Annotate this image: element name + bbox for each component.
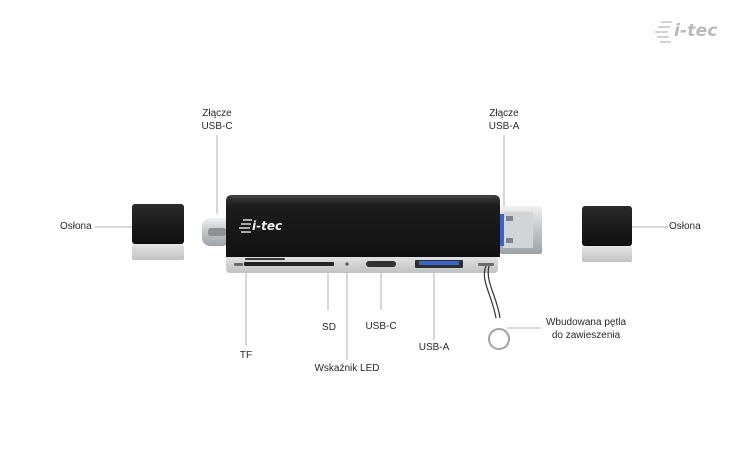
label-led: Wskaźnik LED <box>314 363 380 374</box>
cap-left <box>132 204 184 260</box>
label-usbc-connector-line1: Złącze <box>202 108 232 119</box>
brand-logo-mark <box>655 21 672 43</box>
cap-right <box>582 206 632 262</box>
label-loop: Wbudowana pętla do zawieszenia <box>541 316 631 342</box>
lanyard-loop <box>483 265 510 350</box>
label-usba-connector-line2: USB-A <box>488 121 520 132</box>
usba-port-tongue <box>419 261 459 265</box>
label-loop-line2: do zawieszenia <box>551 330 621 341</box>
led-indicator <box>345 262 349 266</box>
device-body: i-tec <box>226 195 500 273</box>
usba-plug <box>496 206 542 254</box>
label-usba-connector-line1: Złącze <box>489 108 519 119</box>
sd-slot <box>244 262 334 266</box>
label-usbc-connector-line2: USB-C <box>201 121 233 132</box>
usbc-port <box>366 261 396 267</box>
device-logo-mark <box>239 219 252 233</box>
leader-lines <box>95 135 668 360</box>
label-usba-connector: Złącze USB-A <box>482 107 526 133</box>
label-sd: SD <box>322 322 336 333</box>
brand-logo: i-tec <box>674 21 718 41</box>
label-usbc-connector: Złącze USB-C <box>195 107 239 133</box>
label-cap-left: Osłona <box>60 221 92 232</box>
label-cap-right: Osłona <box>669 221 701 232</box>
label-usba-port: USB-A <box>418 342 450 353</box>
device-logo-text: i-tec <box>252 219 282 233</box>
label-tf: TF <box>239 350 253 361</box>
brand-logo-text: i-tec <box>674 21 718 41</box>
label-usbc-port: USB-C <box>365 321 397 332</box>
tf-slot-edge <box>234 263 243 266</box>
tf-slot <box>245 258 285 260</box>
loop-anchor <box>478 263 494 266</box>
label-loop-line1: Wbudowana pętla <box>545 317 627 328</box>
usbc-plug <box>202 218 230 246</box>
